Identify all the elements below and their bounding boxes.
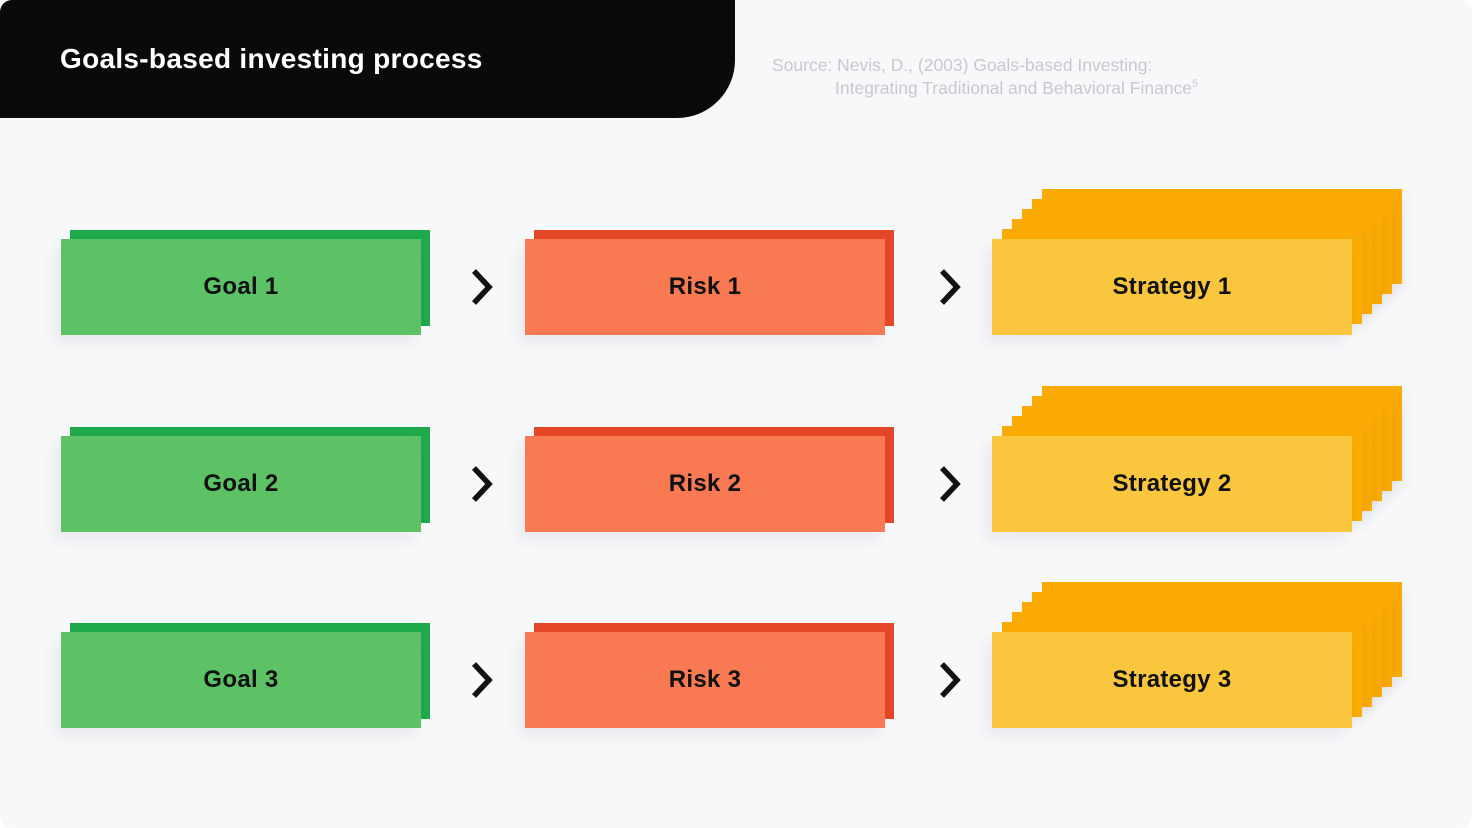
strategy-card-stack: Strategy 2: [992, 386, 1404, 532]
strategy-card-stack: Strategy 1: [992, 189, 1404, 335]
arrow-right-icon: [938, 267, 962, 307]
strategy-card-front: Strategy 1: [992, 239, 1352, 335]
risk-card-front: Risk 2: [525, 436, 885, 532]
strategy-card-front: Strategy 3: [992, 632, 1352, 728]
risk-card-front: Risk 1: [525, 239, 885, 335]
goal-label: Goal 2: [203, 470, 279, 497]
arrow-right-icon: [938, 464, 962, 504]
risk-card: Risk 1: [525, 230, 894, 335]
goal-card-front: Goal 3: [61, 632, 421, 728]
goal-card: Goal 1: [61, 230, 430, 335]
goal-label: Goal 3: [203, 666, 279, 693]
strategy-card-stack: Strategy 3: [992, 582, 1404, 728]
process-row-1: Goal 1 Risk 1 Strategy 1: [0, 189, 1472, 335]
goal-card: Goal 2: [61, 427, 430, 532]
goal-card: Goal 3: [61, 623, 430, 728]
source-line-1: Source: Nevis, D., (2003) Goals-based In…: [772, 55, 1153, 75]
process-row-2: Goal 2 Risk 2 Strategy 2: [0, 386, 1472, 532]
process-row-3: Goal 3 Risk 3 Strategy 3: [0, 582, 1472, 728]
risk-label: Risk 1: [668, 273, 742, 300]
goal-card-front: Goal 2: [61, 436, 421, 532]
strategy-label: Strategy 1: [1112, 273, 1232, 300]
risk-card: Risk 2: [525, 427, 894, 532]
risk-label: Risk 3: [668, 666, 742, 693]
footnote-marker: 5: [1192, 78, 1199, 91]
risk-card: Risk 3: [525, 623, 894, 728]
arrow-right-icon: [938, 660, 962, 700]
strategy-label: Strategy 3: [1112, 666, 1232, 693]
header-bar: Goals-based investing process: [0, 0, 735, 118]
arrow-right-icon: [470, 660, 494, 700]
source-line-2: Integrating Traditional and Behavioral F…: [835, 78, 1193, 98]
risk-label: Risk 2: [668, 470, 742, 497]
arrow-right-icon: [470, 464, 494, 504]
goal-card-front: Goal 1: [61, 239, 421, 335]
page-title: Goals-based investing process: [60, 43, 483, 74]
risk-card-front: Risk 3: [525, 632, 885, 728]
strategy-card-front: Strategy 2: [992, 436, 1352, 532]
goal-label: Goal 1: [203, 273, 279, 300]
arrow-right-icon: [470, 267, 494, 307]
strategy-label: Strategy 2: [1112, 470, 1232, 497]
source-citation: Source: Nevis, D., (2003) Goals-based In…: [772, 54, 1305, 100]
